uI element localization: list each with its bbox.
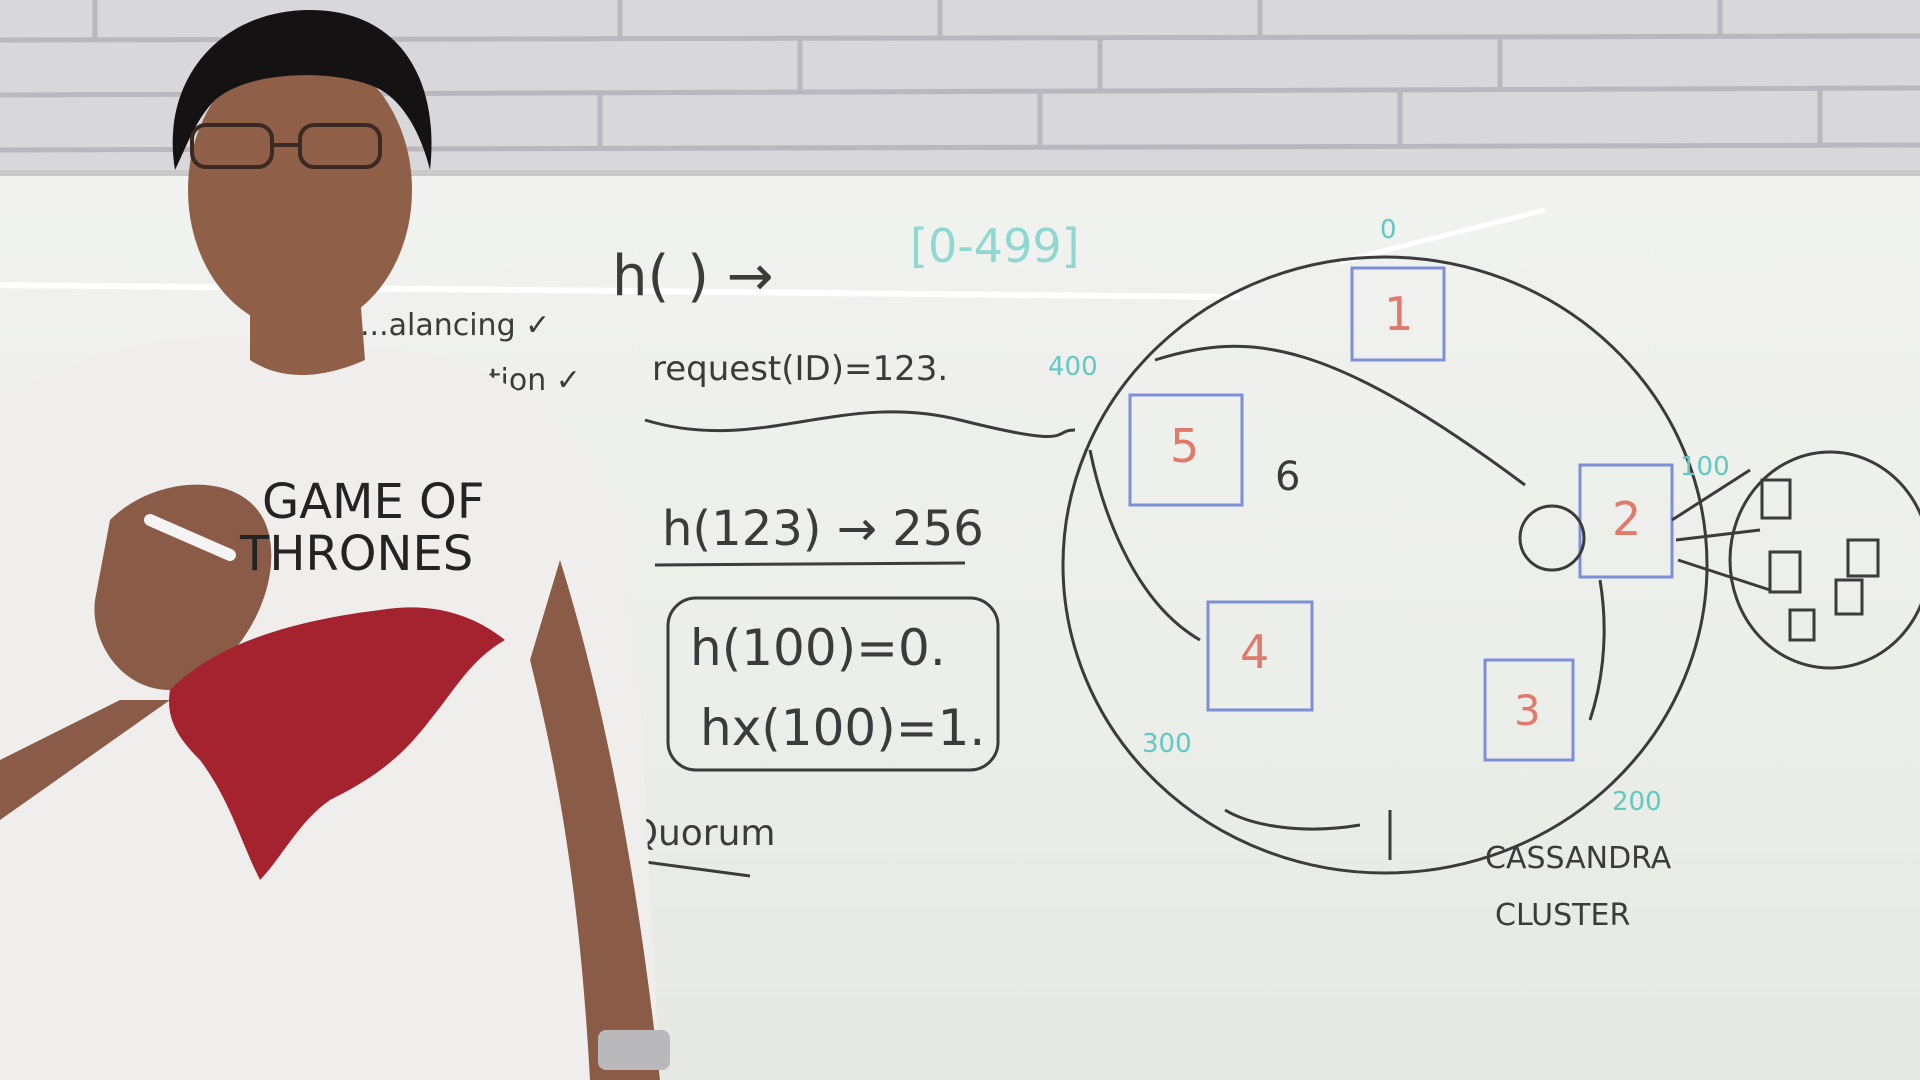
presenter: GAME OF THRONES: [0, 10, 670, 1080]
node-4-label: 4: [1240, 625, 1269, 679]
glare-line: [1339, 207, 1546, 265]
replication-lines: [1671, 468, 1771, 592]
replica-group: [1728, 450, 1920, 670]
shirt-text-line-2: THRONES: [239, 526, 473, 582]
wristwatch: [598, 1030, 670, 1070]
underline: [654, 561, 966, 567]
small-circle: [1518, 504, 1586, 572]
forearm: [0, 700, 170, 820]
request-arrow: [644, 410, 1076, 439]
ring-label-300: 300: [1142, 729, 1192, 759]
hash-box-line-2: hx(100)=1.: [700, 699, 985, 757]
node-5: 5: [1128, 393, 1244, 507]
node-4: 4: [1206, 600, 1314, 712]
ring-arrow: [1088, 449, 1201, 642]
hash-equation: h(123) → 256: [662, 501, 984, 557]
hash-function-label: h( ) →: [612, 244, 774, 309]
face: [188, 50, 412, 330]
glare-line: [0, 282, 1241, 300]
node-1: 1: [1350, 266, 1446, 362]
node-2-label: 2: [1612, 492, 1641, 546]
shirt-text-line-1: GAME OF: [262, 474, 484, 530]
replica-boxes: [1760, 478, 1880, 642]
ring-label-100: 100: [1680, 452, 1730, 482]
hash-box: [666, 596, 1000, 772]
request-id-label: request(ID)=123.: [652, 349, 948, 389]
ring-label-200: 200: [1612, 787, 1662, 817]
cluster-label-1: CASSANDRA: [1485, 841, 1672, 876]
hash-ring: [1061, 255, 1709, 875]
ring-arrow: [1588, 579, 1606, 721]
arm: [530, 560, 660, 1080]
cluster-label-2: CLUSTER: [1495, 898, 1630, 933]
left-note-1: ...alancing ✓: [360, 308, 550, 343]
range-label: [0-499]: [910, 219, 1080, 273]
raised-hand: [94, 484, 272, 690]
ring-arrow: [1154, 344, 1526, 487]
marker-pen: [144, 514, 236, 561]
ring-label-400: 400: [1048, 352, 1098, 382]
ring-label-0: 0: [1380, 215, 1397, 245]
node-3-label: 3: [1514, 686, 1541, 735]
node-1-label: 1: [1384, 287, 1413, 341]
node-3: 3: [1483, 658, 1575, 762]
side-mark: 6: [1275, 454, 1300, 500]
hair: [172, 10, 432, 170]
node-5-label: 5: [1170, 419, 1199, 473]
ring-arrow: [1224, 808, 1361, 831]
hash-box-line-1: h(100)=0.: [690, 619, 946, 677]
node-2: 2: [1578, 463, 1674, 579]
underline: [629, 858, 751, 878]
shirt-print: [169, 607, 505, 880]
